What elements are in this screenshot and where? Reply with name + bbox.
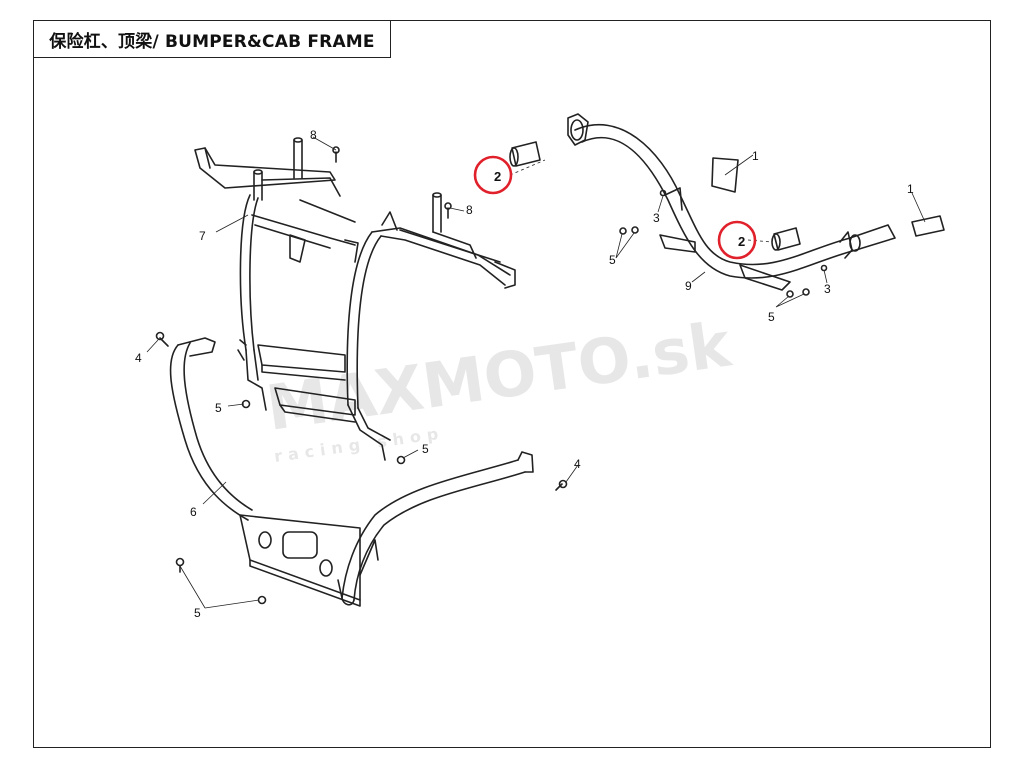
- watermark-brand: MAXMOTO.sk: [262, 307, 737, 445]
- callout-9: 9: [685, 279, 692, 293]
- callout-5: 5: [768, 310, 775, 324]
- callout-5: 5: [609, 253, 616, 267]
- front-bumper-part-6: [169, 337, 534, 607]
- callout-8: 8: [466, 203, 473, 217]
- callout-5: 5: [422, 442, 429, 456]
- callout-8: 8: [310, 128, 317, 142]
- callout-4: 4: [135, 351, 142, 365]
- highlight-circles: [473, 155, 757, 260]
- callout-2: 2: [494, 169, 501, 184]
- callout-3: 3: [824, 282, 831, 296]
- highlight-circle-part-2: [717, 220, 757, 260]
- leader-lines: [146, 136, 926, 609]
- fasteners: [155, 146, 828, 605]
- callout-1: 1: [907, 182, 914, 196]
- highlight-circle-part-2: [473, 155, 513, 195]
- cab-frame-part-7: [194, 137, 516, 461]
- callout-numbers: 1 1 2 2 3 3 4 4 5 5 5 5 5 6 7 8 8 9: [135, 128, 914, 620]
- callout-1: 1: [752, 149, 759, 163]
- title-box: 保险杠、顶梁/ BUMPER&CAB FRAME: [33, 20, 391, 58]
- watermark: MAXMOTO.sk racing shop: [262, 307, 737, 466]
- callout-5: 5: [194, 606, 201, 620]
- callout-3: 3: [653, 211, 660, 225]
- rear-tube-part-9: [567, 113, 896, 291]
- callout-2: 2: [738, 234, 745, 249]
- drawing-border: [33, 20, 991, 748]
- callout-7: 7: [199, 229, 206, 243]
- label-tag-part-1: [711, 157, 945, 237]
- page-title: 保险杠、顶梁/ BUMPER&CAB FRAME: [49, 31, 375, 52]
- callout-5: 5: [215, 401, 222, 415]
- callout-6: 6: [190, 505, 197, 519]
- callout-4: 4: [574, 457, 581, 471]
